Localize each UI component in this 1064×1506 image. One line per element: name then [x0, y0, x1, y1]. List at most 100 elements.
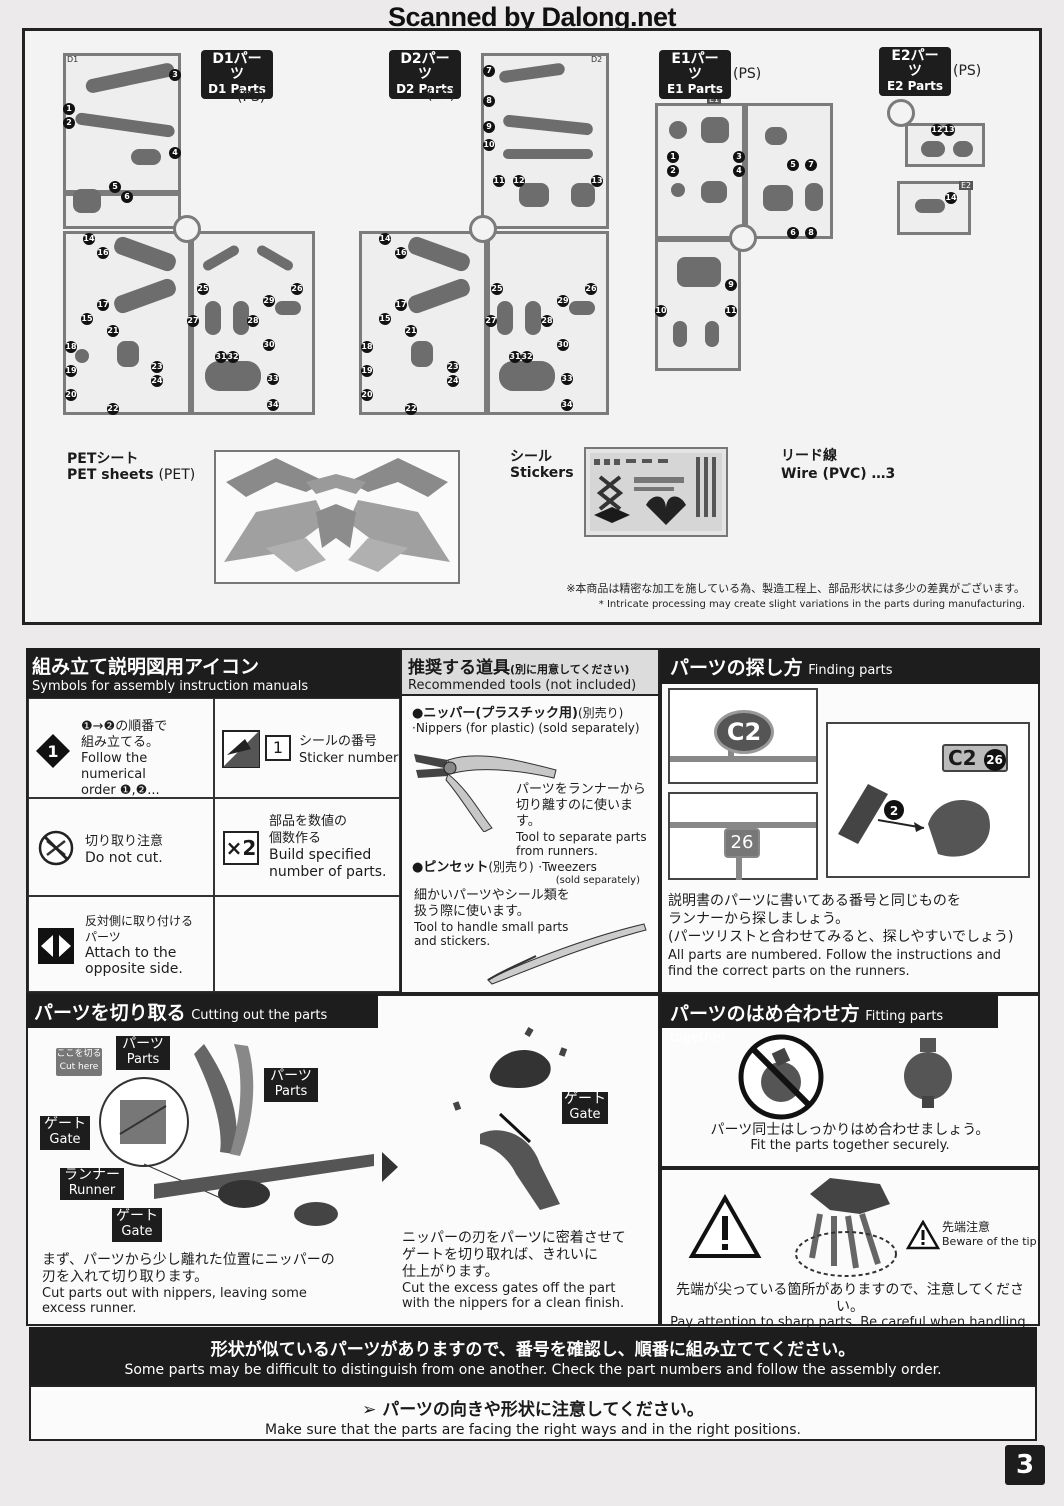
finding-header: パーツの探し方 Finding parts: [660, 648, 1040, 684]
scanner-watermark: Scanned by Dalong.net: [387, 2, 677, 32]
gate-label-3-en: Gate: [569, 1107, 601, 1122]
gate-label-2-jp: ゲート: [116, 1208, 158, 1224]
pet-sheet-mat: (PET): [158, 467, 196, 483]
pet-sheet-image: [214, 450, 460, 584]
similar-parts-warning: 形状が似ているパーツがありますので、番号を確認し、順番に組み立ててください。 S…: [29, 1327, 1037, 1385]
parts-list-panel: D1 3 1 2 4 5 6 14 16 17 15 21 18 19 20 2…: [22, 28, 1042, 625]
gate-label-3-jp: ゲート: [564, 1091, 606, 1107]
cutting-r-en1: Cut the excess gates off the part: [402, 1281, 616, 1296]
tweezers-en2: (sold separately): [555, 875, 640, 886]
wire-label: リード線 Wire (PVC) …3: [781, 447, 895, 483]
notice-en: Make sure that the parts are facing the …: [265, 1422, 801, 1438]
runner-tag-illustration: C2: [668, 688, 818, 784]
tools-title-jp: 推奨する道具: [408, 658, 510, 678]
nocut-jp: 切り取り注意: [85, 834, 164, 849]
nippers-block: ●ニッパー(プラスチック用)(別売り) ·Nippers (for plasti…: [412, 702, 656, 735]
nippers-jp: ●ニッパー(プラスチック用): [412, 706, 578, 721]
cutting-left-desc: まず、パーツから少し離れた位置にニッパーの 刃を入れて切り取ります。 Cut p…: [42, 1252, 382, 1316]
sticker-sheet-illustration: [590, 453, 722, 531]
cutting-jp2: 刃を入れて切り取ります。: [42, 1269, 209, 1285]
step-arrow-icon: [382, 1152, 398, 1182]
cutting-r-jp1: ニッパーの刃をパーツに密着させて: [402, 1230, 626, 1246]
multiple-en1: Build specified: [269, 847, 372, 863]
fitting-en: Fit the parts together securely.: [750, 1138, 950, 1153]
e2-parts-en: E2 Parts: [886, 79, 944, 93]
symbol-nocut-cell: 切り取り注意 Do not cut.: [28, 798, 214, 896]
finding-desc: 説明書のパーツに書いてある番号と同じものを ランナーから探しましょう。 (パーツ…: [668, 892, 1032, 980]
d2-parts-jp: D2パーツ: [400, 51, 450, 82]
multiply-icon: ×2: [223, 831, 259, 865]
page-number: 3: [1005, 1445, 1045, 1485]
secure-fit-icon: [904, 1038, 952, 1108]
sticker-sheet-image: [584, 447, 728, 537]
cutting-right-desc: ニッパーの刃をパーツに密着させて ゲートを切り取れば、きれいに 仕上がります。 …: [402, 1230, 658, 1311]
wire-en: Wire (PVC) …3: [781, 466, 896, 482]
finding-en1: All parts are numbered. Follow the instr…: [668, 948, 1002, 963]
nippers-desc-en1: Tool to separate parts: [516, 830, 647, 844]
tip-jp: 先端が尖っている箇所がありますので、注意してください。: [676, 1282, 1024, 1315]
fitting-desc: パーツ同士はしっかりはめ合わせましょう。 Fit the parts toget…: [668, 1122, 1032, 1153]
orientation-notice: ➢ パーツの向きや形状に注意してください。 Make sure that the…: [29, 1385, 1037, 1441]
tweezers-desc-en2: and stickers.: [414, 934, 491, 948]
tip-en: Pay attention to sharp parts. Be careful…: [670, 1315, 1030, 1330]
order-en1: Follow the numerical: [81, 751, 148, 782]
runner-label-jp: ランナー: [64, 1167, 120, 1183]
e1-parts-tag: E1パーツ E1 Parts: [659, 50, 731, 99]
sticker-en: Sticker number: [299, 751, 399, 766]
parts-label-2-jp: パーツ: [270, 1068, 312, 1084]
sticker-peel-icon: [222, 730, 260, 768]
tweezers-en: ·Tweezers: [538, 860, 597, 874]
no-cut-icon: [38, 830, 74, 866]
cutting-header: パーツを切り取る Cutting out the parts: [26, 994, 378, 1028]
warning-triangle-icon: [688, 1194, 762, 1258]
tip-desc: 先端が尖っている箇所がありますので、注意してください。 Pay attentio…: [668, 1282, 1032, 1330]
nippers-desc-jp1: パーツをランナーから: [516, 782, 646, 797]
finding-jp2: ランナーから探しましょう。: [668, 911, 850, 927]
parts-label-1-en: Parts: [126, 1052, 160, 1067]
cutting-title-en: Cutting out the parts: [191, 1008, 328, 1023]
e1-parts-en: E1 Parts: [666, 82, 724, 96]
fitting-jp: パーツ同士はしっかりはめ合わせましょう。: [710, 1122, 990, 1138]
tweezers-jp: ●ピンセット: [412, 860, 489, 875]
part-callout-number: 26: [983, 748, 1006, 771]
cutting-r-jp3: 仕上がります。: [402, 1264, 499, 1280]
tweezers-desc: 細かいパーツやシール類を 扱う際に使います。 Tool to handle sm…: [414, 888, 614, 948]
cutting-illustration: [99, 1044, 374, 1226]
part-number-26: 26: [724, 828, 760, 858]
loose-fit-prohibited-icon: [738, 1034, 824, 1120]
pet-sheet-en: PET sheets: [67, 467, 154, 483]
disclaimer-jp: ※本商品は精密な加工を施している為、製造工程上、部品形状には多少の差異がございま…: [566, 582, 1025, 595]
symbol-nocut-text: 切り取り注意 Do not cut.: [85, 833, 163, 867]
wing-sheets-illustration: [224, 458, 450, 572]
warning-jp: 形状が似ているパーツがありますので、番号を確認し、順番に組み立ててください。: [210, 1340, 856, 1360]
runner-label: ランナー Runner: [60, 1168, 124, 1200]
finding-en2: find the correct parts on the runners.: [668, 964, 910, 979]
symbol-order-cell: 1 ❶→❷の順番で 組み立てる。 Follow the numerical or…: [28, 698, 214, 798]
d2-runner-code: D2: [591, 55, 603, 64]
tools-section: [400, 648, 660, 994]
order-en2: order ❶,❷...: [81, 783, 160, 798]
tweezers-sold: (別売り): [488, 860, 534, 874]
part-location-illustration: 2: [826, 722, 1030, 878]
e2-runner-code: E2: [959, 181, 974, 190]
opposite-en1: Attach to the: [85, 945, 177, 961]
nippers-en: ·Nippers (for plastic) (sold separately): [412, 721, 640, 735]
finding-jp3: (パーツリストと合わせてみると、探しやすいでしょう): [668, 929, 1014, 945]
cutting-r-jp2: ゲートを切り取れば、きれいに: [402, 1247, 598, 1263]
cutting-title-jp: パーツを切り取る: [34, 1002, 186, 1024]
e2-parts-tag: E2パーツ E2 Parts: [879, 47, 951, 96]
tools-header: 推奨する道具(別に用意してください) Recommended tools (no…: [402, 650, 658, 696]
gate-label-1-en: Gate: [49, 1132, 81, 1147]
finding-jp1: 説明書のパーツに書いてある番号と同じものを: [668, 893, 961, 909]
multiple-en2: number of parts.: [269, 864, 387, 880]
d1-material: (PS): [237, 89, 266, 105]
notice-jp: ➢ パーツの向きや形状に注意してください。: [362, 1400, 704, 1420]
symbols-header: 組み立て説明図用アイコン Symbols for assembly instru…: [26, 648, 400, 698]
d1-parts-en: D1 Parts: [208, 82, 266, 96]
gate-label-1: ゲート Gate: [40, 1116, 90, 1150]
d1-parts-jp: D1パーツ: [212, 51, 262, 82]
symbol-multiple-text: 部品を数値の 個数作る Build specified number of pa…: [269, 813, 387, 881]
d1-runner-code: D1: [67, 55, 79, 64]
symbol-multiple-cell: ×2 部品を数値の 個数作る Build specified number of…: [214, 798, 400, 896]
tip-warning-label: 先端注意 Beware of the tip: [942, 1218, 1037, 1248]
